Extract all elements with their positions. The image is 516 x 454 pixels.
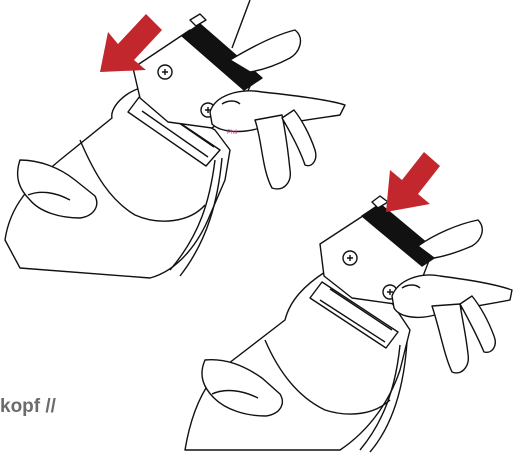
caption-text: kopf // [0, 396, 56, 417]
top-blade-teeth [181, 23, 263, 91]
bottom-clipper-panel [184, 195, 513, 453]
press-arrow-top [100, 14, 162, 72]
down-left-arrow-icon [386, 152, 440, 212]
top-fingers [229, 29, 302, 73]
top-clipper-panel [4, 0, 346, 279]
tiny-label: Phil [227, 130, 237, 136]
top-left-hand [16, 159, 98, 219]
press-arrow-bottom [386, 152, 440, 212]
top-thumb [209, 90, 346, 133]
bottom-thumb [391, 274, 513, 319]
bottom-left-hand [201, 359, 284, 417]
bottom-clipper-collar [309, 281, 399, 349]
down-left-arrow-icon [100, 14, 162, 72]
